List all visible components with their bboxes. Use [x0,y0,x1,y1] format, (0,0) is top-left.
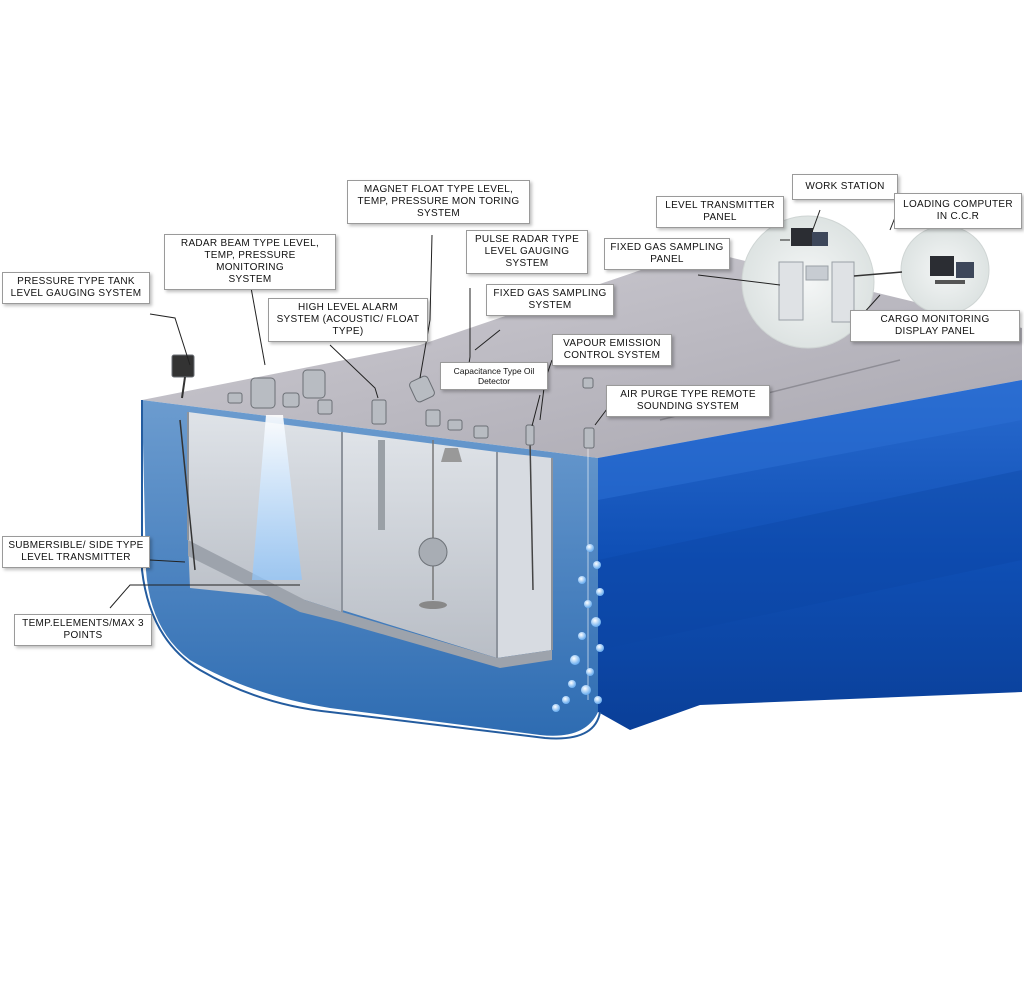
label-loading-computer: LOADING COMPUTER IN C.C.R [894,193,1022,229]
label-work-station: WORK STATION [792,174,898,200]
air-bubbles [552,544,604,712]
fixed-gas-sampling-panel-cabinet [831,261,855,323]
label-air-purge: AIR PURGE TYPE REMOTE SOUNDING SYSTEM [606,385,770,417]
loading-computer-monitor [930,256,954,276]
level-transmitter-panel-cabinet [778,261,804,321]
label-capacitance-oil-detector: Capacitance Type Oil Detector [440,362,548,390]
label-cargo-monitoring-display: CARGO MONITORING DISPLAY PANEL [850,310,1020,342]
label-fixed-gas-sampling-panel: FIXED GAS SAMPLING PANEL [604,238,730,270]
label-temp-elements: TEMP.ELEMENTS/MAX 3 POINTS [14,614,152,646]
label-submersible-transmitter: SUBMERSIBLE/ SIDE TYPE LEVEL TRANSMITTER [2,536,150,568]
float-ball [418,537,448,567]
label-high-level-alarm: HIGH LEVEL ALARM SYSTEM (ACOUSTIC/ FLOAT… [268,298,428,342]
label-level-transmitter-panel: LEVEL TRANSMITTER PANEL [656,196,784,228]
tank-right [497,452,552,658]
work-station-computer [791,228,813,246]
label-radar-beam: RADAR BEAM TYPE LEVEL, TEMP, PRESSURE MO… [164,234,336,290]
label-pulse-radar: PULSE RADAR TYPE LEVEL GAUGING SYSTEM [466,230,588,274]
label-vapour-emission: VAPOUR EMISSION CONTROL SYSTEM [552,334,672,366]
label-pressure-type-tank: PRESSURE TYPE TANK LEVEL GAUGING SYSTEM [2,272,150,304]
label-magnet-float: MAGNET FLOAT TYPE LEVEL, TEMP, PRESSURE … [347,180,530,224]
deck-fittings [171,354,595,449]
label-fixed-gas-sampling-system: FIXED GAS SAMPLING SYSTEM [486,284,614,316]
radar-beam [252,415,302,580]
